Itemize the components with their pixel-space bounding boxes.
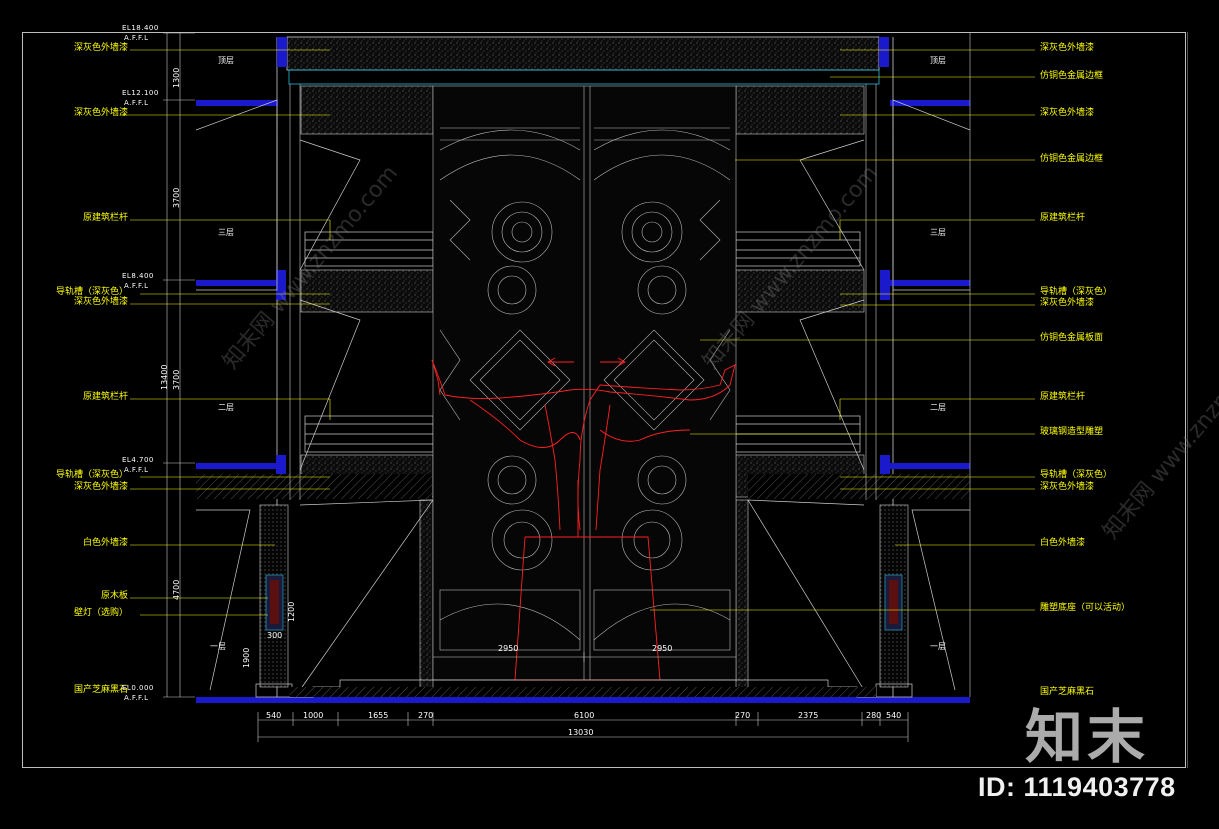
elevation-tag: A.F.F.L bbox=[124, 282, 149, 290]
floor-tag: 顶层 bbox=[218, 56, 234, 65]
floor-tag: 三层 bbox=[930, 228, 946, 237]
vertical-dimension: 1200 bbox=[287, 601, 296, 622]
elevation-value: EL0.000 bbox=[122, 684, 154, 692]
material-label-left: 白色外墙漆 bbox=[82, 538, 128, 548]
material-label-right: 原建筑栏杆 bbox=[1040, 392, 1086, 402]
bottom-dimension: 6100 bbox=[574, 711, 595, 720]
bottom-dimension: 540 bbox=[266, 711, 282, 720]
vertical-dimension: 1300 bbox=[172, 67, 181, 88]
vertical-dimension: 13400 bbox=[160, 364, 169, 390]
material-label-right: 导轨槽（深灰色） bbox=[1040, 470, 1113, 480]
material-label-right: 雕塑底座（可以活动） bbox=[1040, 603, 1131, 613]
material-label-right: 仿铜色金属边框 bbox=[1040, 71, 1104, 81]
bottom-dimension: 280 bbox=[866, 711, 882, 720]
vertical-dimension: 3700 bbox=[172, 187, 181, 208]
total-dimension: 13030 bbox=[568, 728, 594, 737]
material-label-left: 深灰色外墙漆 bbox=[73, 482, 128, 492]
image-id: ID: 1119403778 bbox=[978, 772, 1176, 802]
material-label-right: 仿铜色金属边框 bbox=[1040, 154, 1104, 164]
bottom-dimension: 1000 bbox=[303, 711, 324, 720]
vertical-dimension: 1900 bbox=[242, 647, 251, 668]
material-label-left: 国产芝麻黑石 bbox=[73, 685, 128, 695]
floor-tag: 一层 bbox=[210, 642, 226, 651]
bottom-dimension: 1655 bbox=[368, 711, 389, 720]
material-label-left: 原木板 bbox=[100, 591, 128, 601]
floor-tag: 二层 bbox=[930, 403, 946, 412]
material-label-left: 导轨槽（深灰色） bbox=[55, 287, 128, 297]
vertical-dimension: 4700 bbox=[172, 579, 181, 600]
elevation-value: EL8.400 bbox=[122, 272, 154, 280]
elevation-tag: A.F.F.L bbox=[124, 34, 149, 42]
floor-tag: 一层 bbox=[930, 642, 946, 651]
drawing-frame bbox=[22, 32, 1186, 768]
vertical-dimension: 3700 bbox=[172, 369, 181, 390]
material-label-left: 原建筑栏杆 bbox=[82, 392, 128, 402]
bottom-dimension: 2375 bbox=[798, 711, 819, 720]
bottom-dimension: 270 bbox=[418, 711, 434, 720]
floor-tag: 三层 bbox=[218, 228, 234, 237]
material-label-right: 深灰色外墙漆 bbox=[1040, 108, 1095, 118]
material-label-left: 深灰色外墙漆 bbox=[73, 43, 128, 53]
elevation-tag: A.F.F.L bbox=[124, 466, 149, 474]
elevation-value: EL12.100 bbox=[122, 89, 159, 97]
material-label-right: 深灰色外墙漆 bbox=[1040, 482, 1095, 492]
dimension-value: 300 bbox=[267, 631, 283, 640]
material-label-left: 壁灯（选购） bbox=[73, 608, 128, 618]
roof-band bbox=[286, 36, 880, 71]
brand-logo: 知末 bbox=[1025, 703, 1150, 771]
bottom-dimension: 540 bbox=[886, 711, 902, 720]
door-dimension: 2950 bbox=[498, 644, 519, 653]
material-label-left: 原建筑栏杆 bbox=[82, 213, 128, 223]
floor-tag: 顶层 bbox=[930, 56, 946, 65]
material-label-right: 白色外墙漆 bbox=[1040, 538, 1086, 548]
material-label-right: 原建筑栏杆 bbox=[1040, 213, 1086, 223]
material-label-right: 深灰色外墙漆 bbox=[1040, 298, 1095, 308]
material-label-right: 深灰色外墙漆 bbox=[1040, 43, 1095, 53]
bottom-dimension: 270 bbox=[735, 711, 751, 720]
material-label-right: 导轨槽（深灰色） bbox=[1040, 287, 1113, 297]
door-dimension: 2950 bbox=[652, 644, 673, 653]
elevation-value: EL4.700 bbox=[122, 456, 154, 464]
material-label-left: 深灰色外墙漆 bbox=[73, 297, 128, 307]
floor-tag: 二层 bbox=[218, 403, 234, 412]
material-label-left: 深灰色外墙漆 bbox=[73, 108, 128, 118]
material-label-right: 玻璃钢造型雕塑 bbox=[1040, 427, 1104, 437]
material-label-right: 国产芝麻黑石 bbox=[1040, 687, 1095, 697]
elevation-tag: A.F.F.L bbox=[124, 99, 149, 107]
material-label-left: 导轨槽（深灰色） bbox=[55, 470, 128, 480]
elevation-value: EL18.400 bbox=[122, 24, 159, 32]
material-label-right: 仿铜色金属板面 bbox=[1040, 333, 1104, 343]
elevation-tag: A.F.F.L bbox=[124, 694, 149, 702]
decorative-door bbox=[432, 85, 737, 681]
